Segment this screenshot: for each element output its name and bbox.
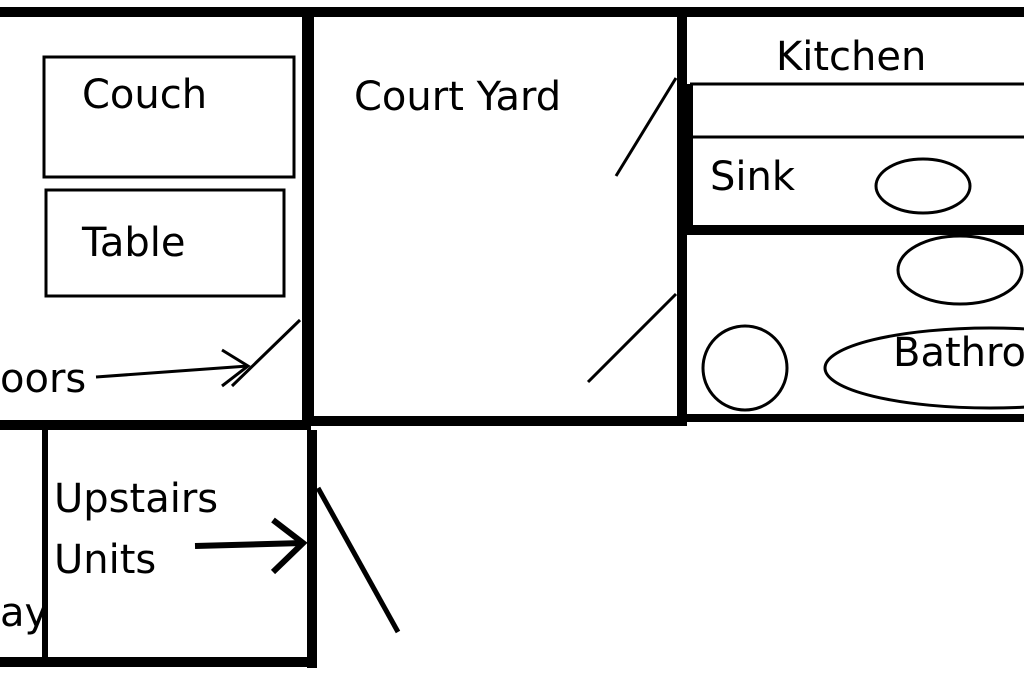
table-outline <box>44 188 286 298</box>
hallway-label: ay <box>0 590 48 636</box>
upstairs-label-line2: Units <box>54 537 156 583</box>
bathtub <box>823 326 1024 410</box>
upstairs-arrow-head <box>270 517 308 575</box>
table-label: Table <box>81 220 185 266</box>
doors-arrow-shaft <box>95 364 249 379</box>
door-upstairs <box>315 486 401 634</box>
couch-outline <box>42 55 296 179</box>
door-courtyard-upper <box>614 77 678 177</box>
bathroom-sink <box>701 324 789 412</box>
toilet-bowl <box>896 234 1024 306</box>
sink-label: Sink <box>710 154 796 200</box>
court-yard-label: Court Yard <box>354 74 561 120</box>
doors-label: oors <box>0 356 86 402</box>
door-courtyard-lower <box>586 292 678 384</box>
kitchen-label: Kitchen <box>776 34 926 80</box>
door-living <box>230 318 302 388</box>
upstairs-label-line1: Upstairs <box>54 476 218 522</box>
bathroom-label: Bathro <box>893 330 1024 376</box>
sink-basin <box>874 157 972 215</box>
doors-arrow-head <box>221 348 251 388</box>
couch-label: Couch <box>82 72 207 118</box>
upstairs-arrow-shaft <box>194 540 304 549</box>
